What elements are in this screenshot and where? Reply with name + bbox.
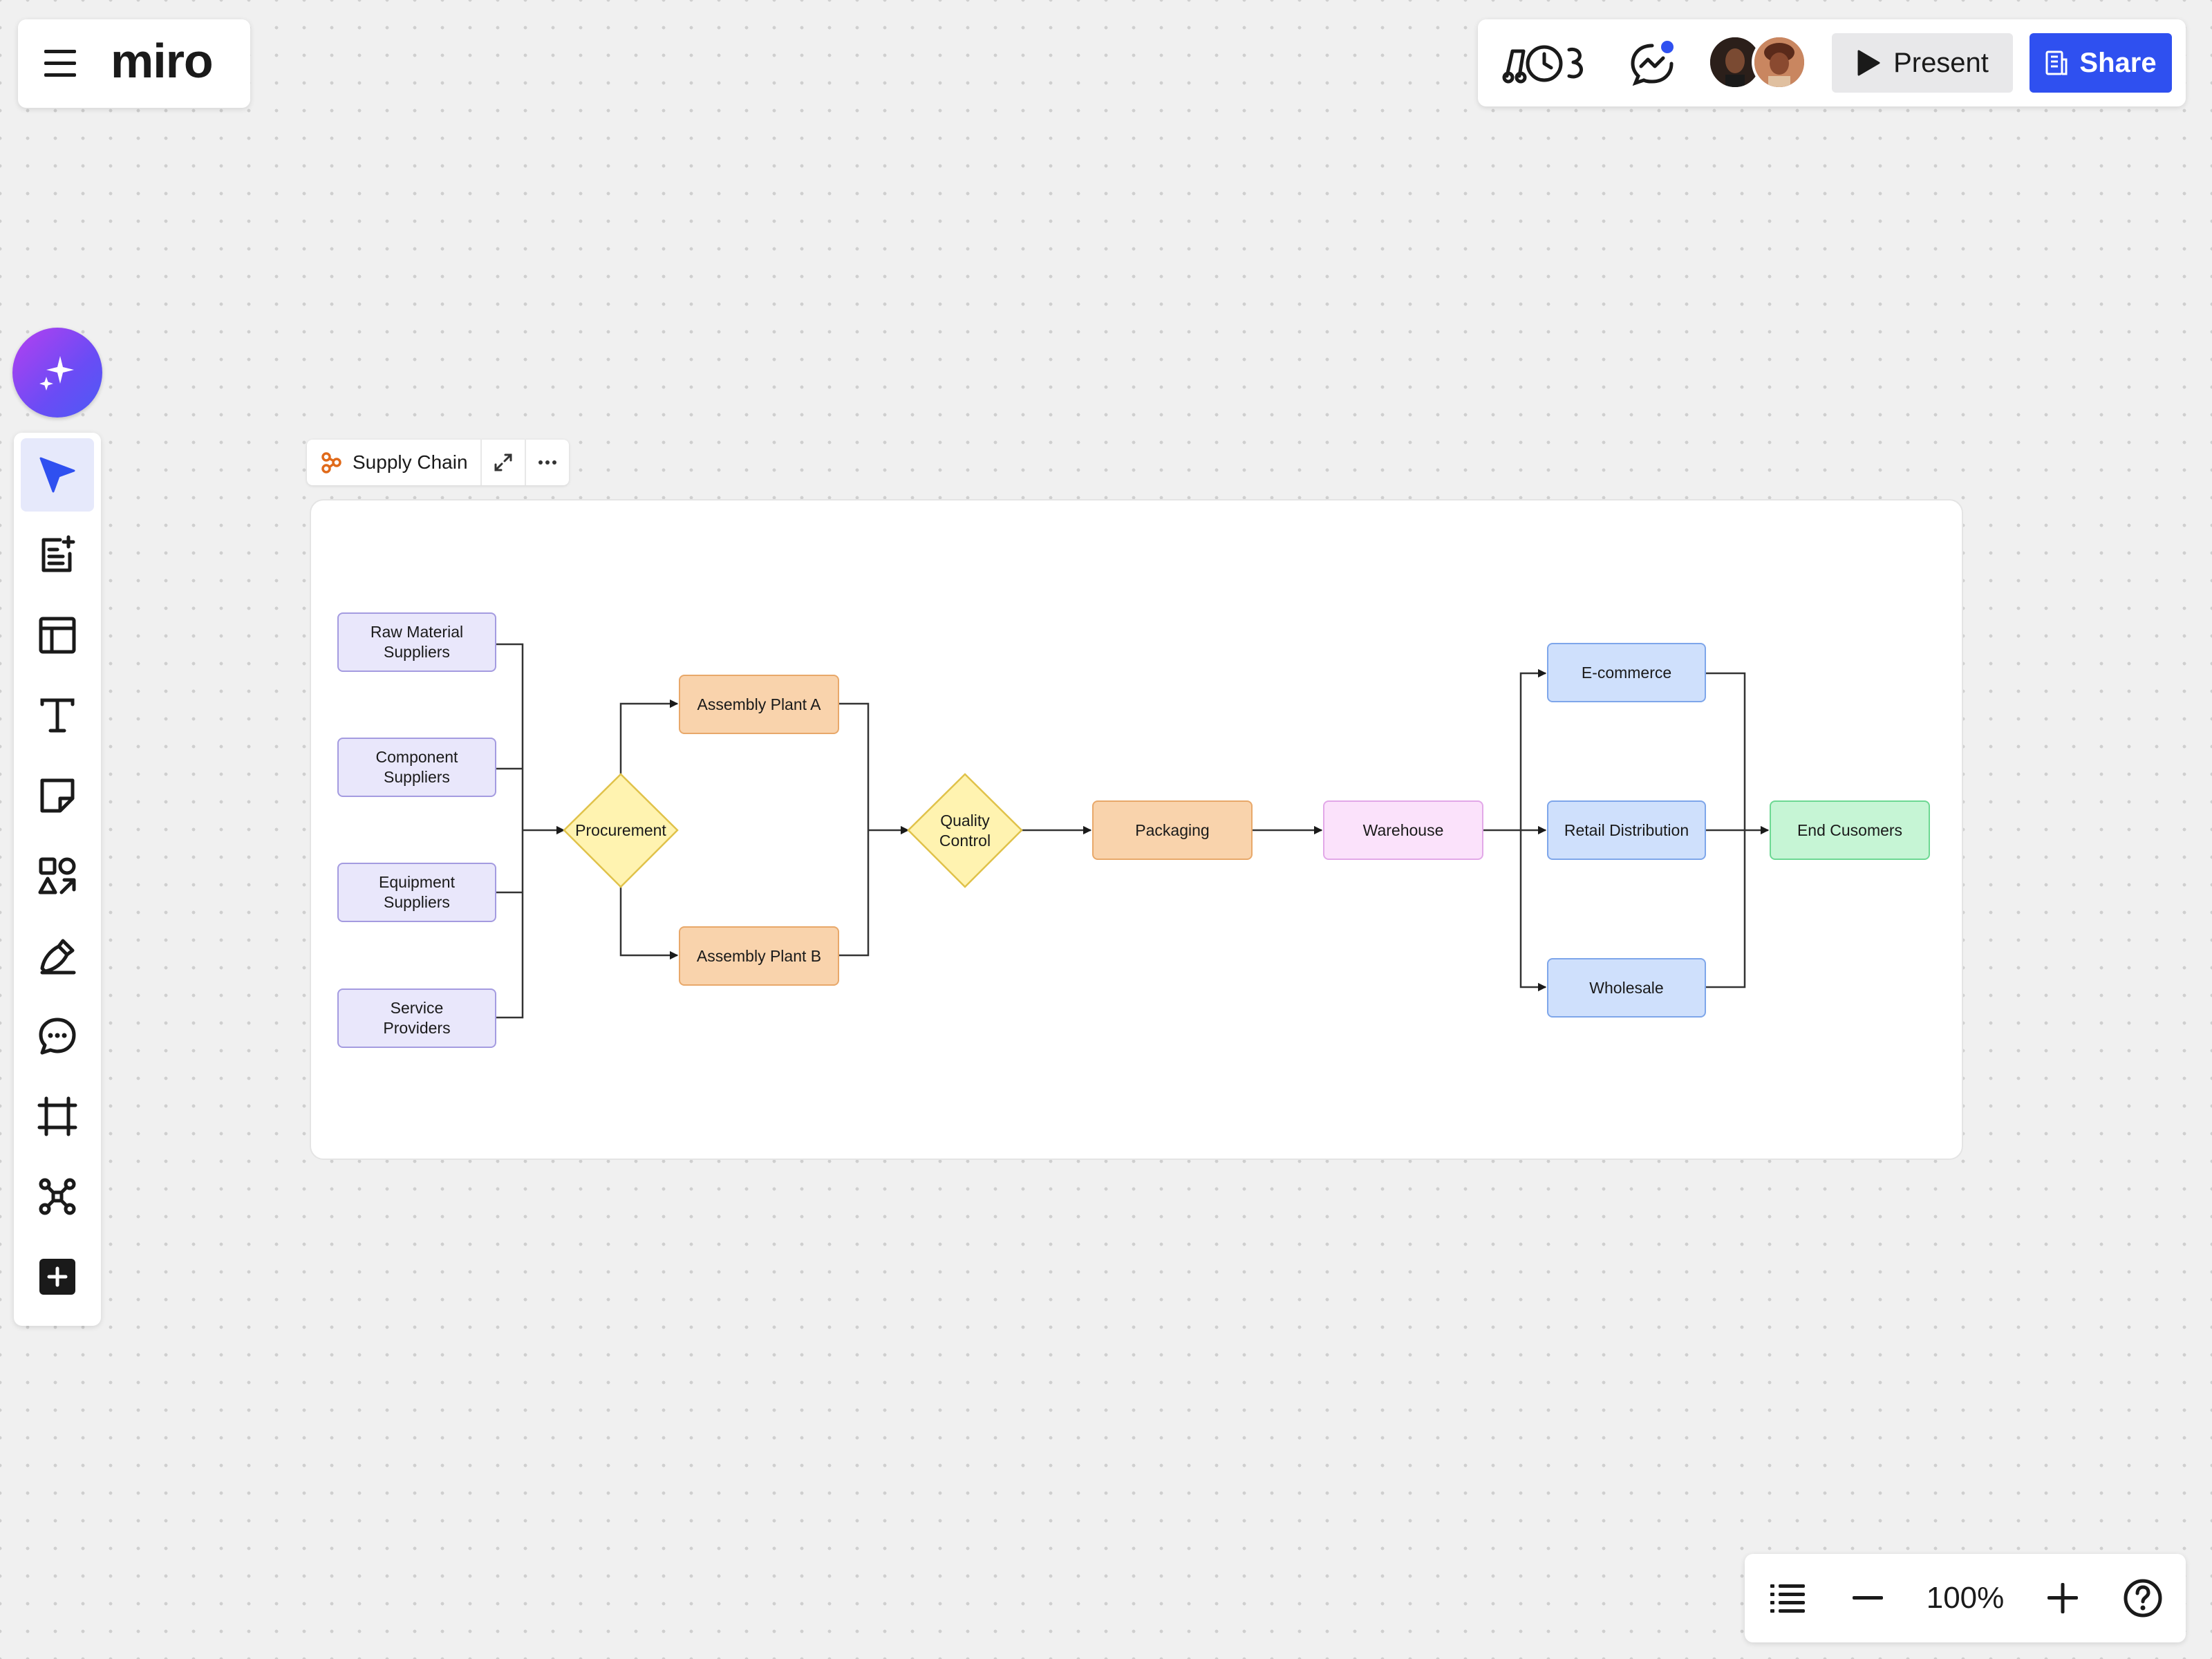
frame-tool[interactable] [21, 1080, 94, 1153]
node-ecommerce[interactable]: E-commerce [1547, 643, 1706, 702]
frame-label-bar: Supply Chain [307, 440, 569, 485]
avatar-face-icon [1754, 37, 1804, 87]
list-icon [1769, 1582, 1806, 1615]
node-procurement[interactable]: Procurement [564, 774, 677, 887]
comment-tool[interactable] [21, 1000, 94, 1073]
node-assembly-plant-b[interactable]: Assembly Plant B [679, 926, 839, 986]
mindmap-tool[interactable] [21, 1160, 94, 1233]
node-wholesale[interactable]: Wholesale [1547, 958, 1706, 1018]
sparkle-icon [37, 352, 78, 393]
templates-icon [37, 534, 78, 576]
zoom-in-button[interactable] [2042, 1576, 2083, 1620]
frame-icon [37, 1096, 78, 1137]
board-list-button[interactable] [1767, 1576, 1808, 1620]
miro-logo[interactable]: miro [111, 33, 213, 88]
node-packaging[interactable]: Packaging [1092, 800, 1253, 860]
expand-icon [493, 452, 514, 473]
zoom-level[interactable]: 100% [1915, 1576, 2016, 1620]
present-label: Present [1893, 48, 1989, 79]
more-tools-button[interactable] [21, 1240, 94, 1313]
templates-tool[interactable] [21, 518, 94, 592]
node-service-providers[interactable]: Service Providers [337, 988, 496, 1048]
frame-title: Supply Chain [353, 451, 468, 474]
share-board-icon [2045, 50, 2068, 76]
node-retail-distribution[interactable]: Retail Distribution [1547, 800, 1706, 860]
expand-frame-button[interactable] [482, 440, 526, 485]
node-warehouse[interactable]: Warehouse [1323, 800, 1483, 860]
comment-icon [37, 1015, 78, 1057]
node-raw-material-suppliers[interactable]: Raw Material Suppliers [337, 612, 496, 672]
help-button[interactable] [2121, 1576, 2165, 1620]
reactions-button[interactable] [1624, 36, 1680, 91]
sticky-note-icon [37, 775, 78, 816]
present-button[interactable]: Present [1832, 33, 2013, 93]
node-assembly-plant-a[interactable]: Assembly Plant A [679, 675, 839, 734]
node-end-customers[interactable]: End Cusomers [1770, 800, 1930, 860]
main-menu-button[interactable] [40, 41, 83, 84]
collaborator-avatar-2[interactable] [1752, 35, 1807, 90]
ai-assist-button[interactable] [12, 328, 102, 418]
shapes-tool[interactable] [21, 839, 94, 912]
help-icon [2123, 1578, 2163, 1618]
diagram-icon [319, 451, 343, 474]
play-icon [1856, 49, 1881, 77]
layouts-tool[interactable] [21, 599, 94, 672]
cursor-icon [37, 454, 78, 496]
more-horizontal-icon [537, 452, 558, 473]
pen-icon [37, 935, 78, 977]
node-equipment-suppliers[interactable]: Equipment Suppliers [337, 863, 496, 922]
timer-icon [1500, 36, 1590, 91]
frame-more-button[interactable] [526, 440, 569, 485]
text-tool[interactable] [21, 679, 94, 752]
sticky-note-tool[interactable] [21, 759, 94, 832]
node-component-suppliers[interactable]: Component Suppliers [337, 738, 496, 797]
plus-square-icon [37, 1256, 78, 1297]
zoom-out-button[interactable] [1847, 1576, 1888, 1620]
timer-button[interactable] [1500, 36, 1590, 91]
minus-icon [1851, 1582, 1884, 1615]
pen-tool[interactable] [21, 919, 94, 993]
hamburger-menu-icon [40, 41, 83, 84]
left-toolbar [14, 433, 101, 1326]
node-quality-control[interactable]: Quality Control [908, 774, 1022, 887]
share-label: Share [2079, 48, 2156, 79]
share-button[interactable]: Share [2030, 33, 2172, 93]
layout-icon [37, 615, 78, 656]
plus-icon [2046, 1582, 2079, 1615]
reactions-icon [1624, 36, 1680, 91]
select-tool[interactable] [21, 438, 94, 512]
text-icon [37, 695, 78, 736]
mindmap-icon [37, 1176, 78, 1217]
frame-title-button[interactable]: Supply Chain [307, 440, 482, 485]
shapes-icon [37, 855, 78, 897]
